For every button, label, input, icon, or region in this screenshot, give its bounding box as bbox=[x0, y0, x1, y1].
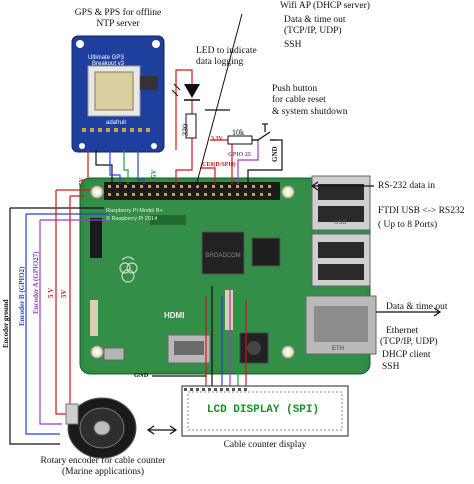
wire-enc-b bbox=[25, 213, 108, 435]
arrow-encoder-lcd-head-r bbox=[169, 425, 178, 435]
push-button-label3: & system shutdown bbox=[272, 107, 348, 117]
led-icon bbox=[171, 83, 200, 101]
resistor-330-label: 330 bbox=[181, 124, 190, 136]
wifi-ap-label: Wifi AP (DHCP server) bbox=[280, 1, 370, 11]
eth-data-label: Data & time out bbox=[386, 302, 448, 312]
usb-label: USB bbox=[334, 220, 347, 226]
hdmi-label: HDMI bbox=[164, 311, 185, 320]
wire-enc-a bbox=[39, 219, 112, 425]
lcd-text: LCD DISPLAY (SPI) bbox=[206, 404, 320, 416]
encoder-b-label: Encoder B (GPIO2) bbox=[18, 266, 26, 326]
push-button-label: Push button bbox=[272, 84, 318, 94]
pin-gnd-label: GND bbox=[271, 146, 279, 162]
eth-proto-label: (TCP/IP, UDP) bbox=[380, 337, 438, 347]
ftdi-label: FTDI USB <-> RS232 bbox=[378, 206, 465, 216]
encoder-caption2: (Marine applications) bbox=[61, 467, 145, 477]
eth-ssh-label: SSH bbox=[382, 362, 400, 372]
eth-port-label: ETH bbox=[332, 346, 344, 352]
gps-module bbox=[71, 35, 165, 153]
arrow-encoder-lcd-head-l bbox=[146, 425, 155, 435]
gps-board-label2: Breakout v3 bbox=[92, 61, 125, 67]
pin-ce0-label: CE0(D/SPI0) bbox=[202, 162, 236, 168]
wifi-ssh-label: SSH bbox=[284, 40, 302, 50]
push-button-label2: for cable reset bbox=[272, 95, 326, 105]
ports-label: ( Up to 8 Ports) bbox=[378, 220, 438, 230]
encoder-ground-label: Encoder ground bbox=[2, 299, 10, 348]
board-model-label: Raspberry Pi Model B+ bbox=[106, 208, 163, 214]
dhcp-client-label: DHCP client bbox=[382, 350, 431, 360]
raspberry-logo-icon bbox=[119, 256, 138, 283]
encoder-a-label: Encoder A (GPIO27) bbox=[32, 251, 40, 314]
wire-button-gnd bbox=[247, 139, 283, 184]
wire-led bbox=[175, 100, 193, 184]
gps-title: GPS & PPS for offline bbox=[74, 8, 162, 18]
push-button-icon bbox=[252, 123, 276, 141]
board-year-label: © Raspberry Pi 2014 bbox=[106, 216, 158, 222]
wire-gps-tx bbox=[123, 150, 129, 184]
encoder-caption: Rotary encoder for cable counter bbox=[40, 456, 166, 466]
gnd-bottom-label: GND bbox=[134, 372, 149, 379]
raspberry-pi-board: BROADCOM bbox=[79, 175, 377, 375]
arrow-eth-head bbox=[433, 307, 442, 317]
lcd-display bbox=[181, 385, 349, 437]
encoder-5v-b-label: 5V bbox=[60, 289, 68, 298]
resistor-10k-label: 10k bbox=[232, 128, 244, 137]
encoder-5v-label: 5 V bbox=[47, 287, 55, 298]
svg-text:BROADCOM: BROADCOM bbox=[205, 253, 240, 259]
led-label-line2: data logging bbox=[196, 57, 244, 67]
pin-gpio25-label: GPIO 25 bbox=[228, 152, 251, 158]
wire-gps-pps bbox=[137, 150, 145, 184]
resistor-330-icon bbox=[185, 113, 197, 139]
ethernet-label: Ethernet bbox=[386, 326, 419, 336]
led-label: LED to indicate bbox=[196, 46, 257, 56]
arrow-rs232-head bbox=[310, 181, 319, 191]
wire-enc-5v bbox=[55, 189, 90, 415]
pin-3v3-label: 3.3V bbox=[211, 136, 223, 142]
gps-board-label: Ultimate GPS bbox=[88, 55, 125, 61]
wifi-pointer bbox=[195, 13, 243, 187]
wifi-data-label: Data & time out bbox=[284, 15, 346, 25]
lcd-caption: Cable counter display bbox=[223, 440, 307, 450]
wire-enc-ground bbox=[9, 207, 104, 445]
rotary-encoder bbox=[65, 397, 137, 459]
wire-gps-rx bbox=[109, 150, 121, 184]
pin-5v-label: 5V bbox=[78, 177, 86, 186]
rs232-label: RS-232 data in bbox=[378, 181, 435, 191]
wire-led-top bbox=[175, 69, 193, 150]
gps-brand: adafruit bbox=[106, 120, 127, 126]
wire-ce0 bbox=[200, 167, 216, 184]
wifi-proto-label: (TCP/IP, UDP) bbox=[284, 26, 342, 36]
pin-5v-b-label: 5V bbox=[150, 169, 158, 178]
gps-title-line2: NTP server bbox=[96, 19, 140, 29]
